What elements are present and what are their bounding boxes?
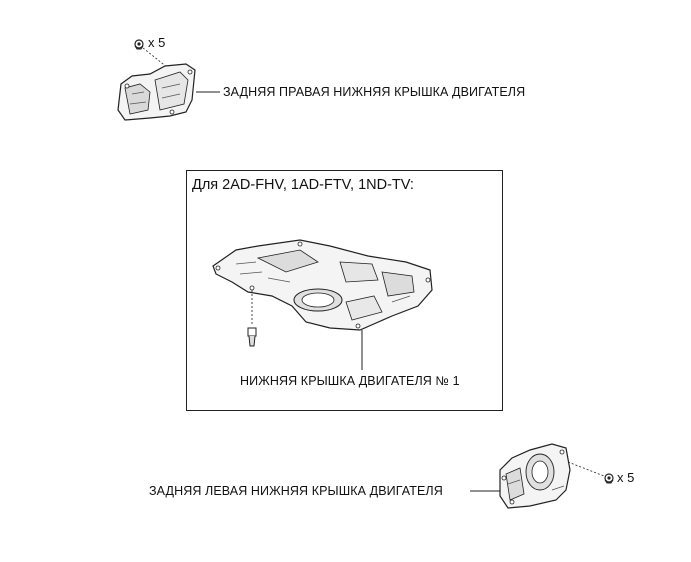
rear-left-cover-label: ЗАДНЯЯ ЛЕВАЯ НИЖНЯЯ КРЫШКА ДВИГАТЕЛЯ xyxy=(149,484,443,498)
rear-right-cover-label: ЗАДНЯЯ ПРАВАЯ НИЖНЯЯ КРЫШКА ДВИГАТЕЛЯ xyxy=(223,85,526,99)
clip-icon xyxy=(247,327,257,347)
rear-left-cover-part xyxy=(499,443,571,509)
bottom-bolt-leader xyxy=(567,461,605,477)
top-bolt-icon xyxy=(134,39,144,50)
top-bolt-leader xyxy=(142,47,169,69)
variant-box: Для 2AD-FHV, 1AD-FTV, 1ND-TV: xyxy=(186,170,503,411)
engine-under-cover-label: НИЖНЯЯ КРЫШКА ДВИГАТЕЛЯ № 1 xyxy=(240,374,460,388)
engine-under-cover-part xyxy=(212,239,433,331)
top-bolt-quantity: x 5 xyxy=(148,35,166,50)
bottom-bolt-icon xyxy=(604,473,614,484)
rear-right-cover-part xyxy=(117,63,196,121)
bottom-bolt-quantity: x 5 xyxy=(617,470,635,485)
variant-box-title: Для 2AD-FHV, 1AD-FTV, 1ND-TV: xyxy=(192,177,414,193)
